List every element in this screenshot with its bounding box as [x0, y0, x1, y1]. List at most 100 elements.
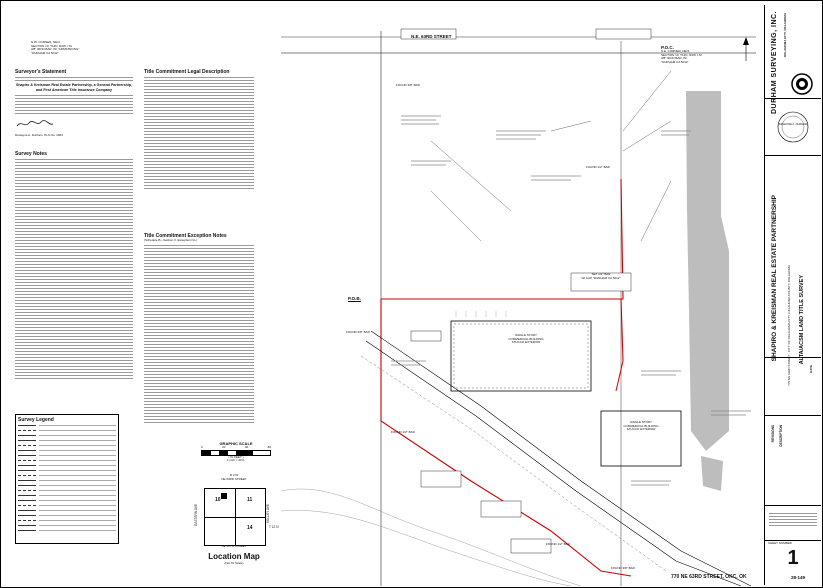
legend-row [18, 498, 116, 503]
corner-note-line: N.W. CORNER, NE/4, [31, 40, 61, 44]
section-label: 11 [247, 497, 253, 503]
legend-row [18, 448, 116, 453]
legend-row [18, 473, 116, 478]
scale-bar [201, 449, 271, 456]
legend-symbol [18, 510, 36, 511]
location-map: R 3 W NE 63RD STREET 10 11 14 EASTERN AV… [189, 473, 279, 574]
surveyor-statement-title: Surveyor's Statement [15, 69, 67, 75]
legend-symbol [18, 525, 36, 526]
poc-note-line: "DURHAM CA 5012" [661, 59, 689, 64]
survey-notes-body [15, 159, 133, 379]
building-label-line: SINGLE STORY [514, 333, 538, 337]
legend-symbol [18, 474, 36, 477]
legend-symbol [18, 504, 36, 507]
survey-notes-title: Survey Notes [15, 151, 47, 157]
location-map-subtitle: (Not To Scale) [224, 561, 244, 565]
surveyor-seal [777, 111, 809, 143]
legend-row [18, 523, 116, 528]
building-label: SINGLE STORY COMMERCIAL BUILDING STUCCO … [456, 333, 596, 345]
top-road-label: NE 63RD STREET [221, 476, 247, 481]
legend-row [18, 493, 116, 498]
poc-note: P.O.C. N.E. CORNER, NE/4, SECTION 10, T1… [661, 45, 702, 64]
legend-text [39, 425, 116, 426]
poc-note-line: N.E. CORNER, NE/4, [661, 49, 690, 53]
building-label-line: STUCCO EXTERIOR [511, 340, 541, 345]
legend-symbol [18, 425, 36, 426]
found-label: FOUND 1/2" BAR [546, 542, 570, 546]
legend-text [39, 520, 116, 521]
title-commitment-exceptions: Title Commitment Exception Notes (Schedu… [144, 233, 254, 425]
exception-notes-body [144, 244, 254, 423]
corner-note-line: SECTION 10, T12N, R3W, I.M. [31, 43, 73, 48]
drawing-id: 28-149 [791, 575, 806, 580]
legend-symbol [18, 459, 36, 462]
exception-notes-subtitle: (Schedule B—Section II, Exception No.) [144, 238, 198, 242]
surveyor-to-heading: Shapiro & Kreisman Real Estate Partnersh… [15, 83, 133, 92]
poc-note-line: SECTION 10, T12N, R3W, I.M. [661, 52, 703, 57]
survey-type: ALTA/ACSM LAND TITLE SURVEY [799, 275, 805, 365]
statement-text [15, 77, 133, 81]
survey-drawing [280, 28, 756, 586]
seal-name: DEWAYNE A. DURHAM [779, 123, 807, 126]
legend-text [39, 485, 116, 486]
legend-symbol [18, 500, 36, 501]
legend-row [18, 528, 116, 533]
building-label-2: SINGLE STORY COMMERCIAL BUILDING STUCCO … [606, 420, 676, 432]
exception-notes-title: Title Commitment Exception Notes [144, 233, 227, 239]
signature-caption: Dewayne A. Durham, PLS No. 1823 [15, 133, 63, 137]
set-bar-note: SET 1/2" BAR W/ CAP "DURHAM CA 5012" [571, 272, 631, 280]
surveyor-statement: Surveyor's Statement Shapiro & Kreisman … [15, 69, 133, 138]
scale-unit: ( IN FEET ) [228, 454, 244, 459]
scale-tick: 0 [201, 445, 203, 449]
legend-text [39, 515, 116, 516]
legend-text [39, 435, 116, 436]
legend-rows [18, 423, 116, 533]
legend-text [39, 480, 116, 481]
site-marker [221, 493, 227, 499]
date-label: DATE [809, 365, 813, 373]
project-title: SHAPIRO & KREISMAN REAL ESTATE PARTNERSH… [771, 195, 778, 362]
location-map-frame: 10 11 14 [204, 488, 266, 546]
firm-logo: DURHAM SURVEYING, INC. OKLAHOMA CITY, OK… [769, 9, 817, 114]
building-label-line: COMMERCIAL BUILDING [508, 336, 544, 341]
legend-row [18, 438, 116, 443]
legend-row [18, 503, 116, 508]
graphic-scale-title: GRAPHIC SCALE [219, 441, 253, 446]
nw-corner-note: N.W. CORNER, NE/4, SECTION 10, T12N, R3W… [31, 40, 121, 55]
legend-row [18, 428, 116, 433]
poc-note-line: 3/8" IRON BAR, W/ [661, 56, 687, 61]
legend-text [39, 460, 116, 461]
legend-text [39, 490, 116, 491]
legend-text [39, 455, 116, 456]
found-label: FOUND 3/8" BAR [346, 330, 370, 334]
legend-symbol [18, 440, 36, 441]
legend-row [18, 468, 116, 473]
legend-symbol [18, 489, 36, 492]
legend-text [39, 525, 116, 526]
drawing-info [769, 511, 817, 528]
corner-note-line: 3/8" IRON BAR, W/ "ARMSTRONG" [31, 47, 80, 52]
legend-text [39, 475, 116, 476]
building-label-line: SINGLE STORY [629, 420, 653, 424]
title-commitment-legal: Title Commitment Legal Description [144, 69, 254, 191]
legend-row [18, 488, 116, 493]
legend-symbol [18, 444, 36, 447]
legend-row [18, 443, 116, 448]
legend-row [18, 423, 116, 428]
legend-row [18, 478, 116, 483]
description-label: DESCRIPTION [779, 425, 783, 447]
survey-legend-title: Survey Legend [18, 417, 54, 423]
legend-row [18, 483, 116, 488]
legend-symbol [18, 429, 36, 432]
found-label: FOUND 3/8" BAR [611, 566, 635, 570]
set-bar-line: W/ CAP "DURHAM CA 5012" [581, 275, 621, 280]
firm-logo-icon [791, 73, 813, 95]
legend-symbol [18, 450, 36, 451]
legend-text [39, 465, 116, 466]
section-label: 14 [247, 525, 253, 531]
scale-tick: 20 [222, 445, 226, 449]
scale-tick: 40 [244, 445, 249, 449]
legal-description-body [144, 77, 254, 189]
legal-description-title: Title Commitment Legal Description [144, 69, 230, 75]
